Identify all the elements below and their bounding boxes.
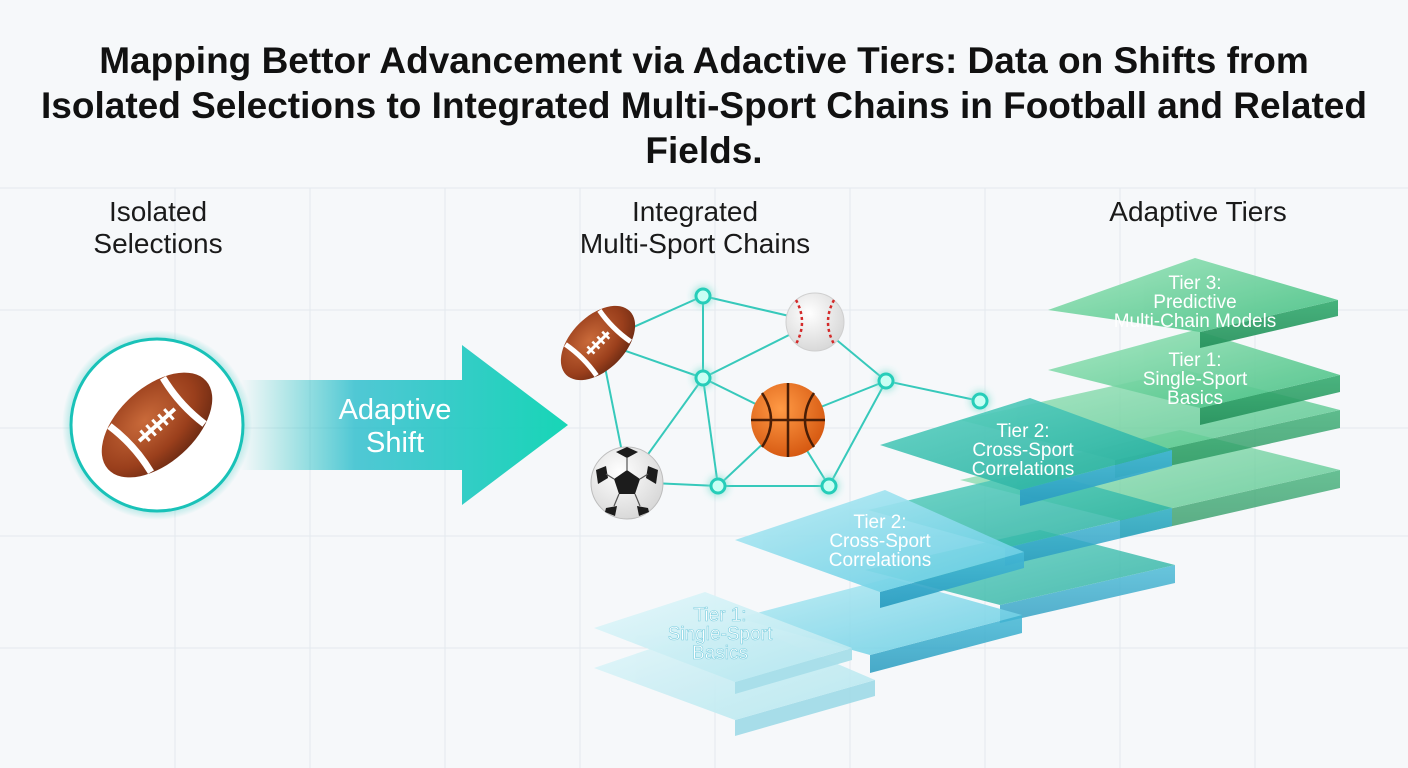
column-heading-isolated: Isolated Selections: [58, 196, 258, 260]
column-heading-adaptive: Adaptive Tiers: [1068, 196, 1328, 228]
column-heading-line: Isolated: [108, 196, 208, 227]
baseball-icon: [785, 292, 845, 352]
soccer-ball-icon: [590, 446, 664, 520]
green-tier-top: [1048, 258, 1338, 348]
tier-label-line: Cross-Sport: [829, 531, 931, 552]
green-tier-upper: [1048, 330, 1340, 425]
basketball-icon: [751, 383, 825, 457]
tier-label-line: Predictive: [1153, 292, 1236, 313]
column-heading-line: Multi-Sport Chains: [579, 228, 811, 259]
tier-label-green-top: Tier 3: Predictive Multi-Chain Models: [1114, 273, 1277, 332]
column-heading-line: Integrated: [631, 196, 759, 227]
tier-label-teal-main: Tier 2: Cross-Sport Correlations: [972, 421, 1075, 480]
column-heading-line: Selections: [93, 228, 223, 259]
teal-tier-main: [880, 398, 1172, 506]
tier-label-light-main: Tier 1: Single-Sport Basics: [667, 605, 773, 665]
network-nodes: [694, 287, 989, 495]
isolated-selection-node: [62, 330, 252, 520]
cyan-tier-main: [735, 490, 1024, 608]
tier-label-line: Multi-Chain Models: [1114, 311, 1277, 332]
tier-label-line: Tier 2:: [853, 512, 906, 533]
tier-label-line: Basics: [1167, 388, 1223, 409]
tier-label-line: Single-Sport: [668, 624, 773, 645]
tier-label-line: Cross-Sport: [972, 440, 1074, 461]
tier-label-line: Tier 1:: [1168, 350, 1221, 371]
tier-label-cyan-main: Tier 2: Cross-Sport Correlations: [829, 512, 932, 571]
tier-label-line: Tier 3:: [1168, 273, 1221, 294]
tier-label-line: Tier 1:: [693, 605, 746, 626]
american-football-icon: [560, 305, 636, 381]
column-heading-integrated: Integrated Multi-Sport Chains: [540, 196, 850, 260]
tier-label-green-upper: Tier 1: Single-Sport Basics: [1143, 350, 1248, 409]
tier-label-line: Correlations: [972, 459, 1074, 480]
diagram-title: Mapping Bettor Advancement via Adactive …: [41, 40, 1367, 171]
tier-label-line: Basics: [692, 643, 748, 664]
arrow-label-line1: Adaptive: [339, 394, 452, 426]
adaptive-shift-arrow: Adaptive Shift: [240, 345, 568, 505]
tier-label-line: Tier 2:: [996, 421, 1049, 442]
column-heading-line: Adaptive Tiers: [1109, 196, 1287, 227]
network-edges: [599, 295, 981, 487]
tier-label-line: Single-Sport: [1143, 369, 1248, 390]
arrow-label-line2: Shift: [366, 427, 424, 459]
tier-label-line: Correlations: [829, 550, 931, 571]
american-football-icon: [101, 372, 213, 478]
light-tier-main: [594, 592, 852, 694]
light-tier-stack: [594, 592, 875, 736]
